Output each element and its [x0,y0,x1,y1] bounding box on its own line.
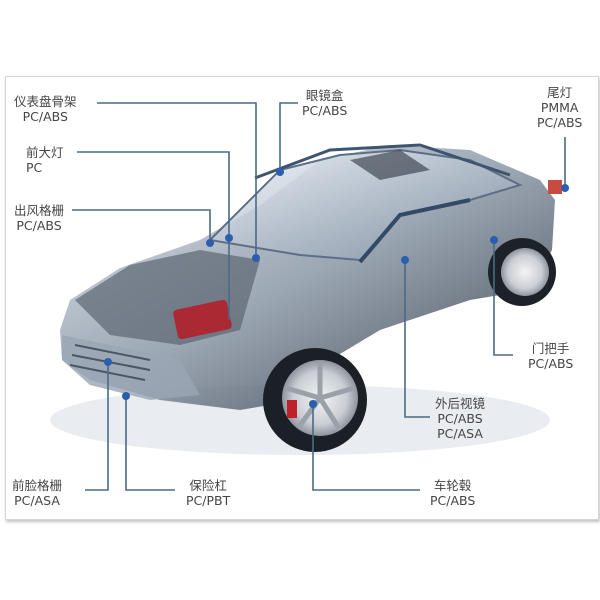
engine-red-part [173,299,232,340]
leader-headlight [77,151,230,320]
part-name: 尾灯 [547,85,573,100]
a-pillar [358,198,471,264]
callout-dashboard-frame: 仪表盘骨架 PC/ABS [14,94,77,124]
front-fascia [62,335,200,400]
dot-tail-light [561,184,569,192]
part-name: 保险杠 [189,478,227,493]
sunroof [350,150,430,180]
rear-rim [501,248,549,296]
dot-headlight [225,234,233,242]
dot-door-handle [490,236,498,244]
part-name: 出风格栅 [14,203,65,218]
part-name: 仪表盘骨架 [14,94,77,109]
dot-dashboard-frame [252,254,260,262]
brake-caliper [287,400,297,418]
callout-headlight: 前大灯 PC [26,145,64,175]
part-material: PC/ASA [14,493,60,508]
callout-door-handle: 门把手 PC/ABS [528,341,573,371]
part-material: PC/ASA [437,426,483,441]
leader-glasses-box [279,102,298,172]
part-material: PC/ABS [537,115,583,130]
part-name: 眼镜盒 [305,88,344,103]
callout-glasses-box: 眼镜盒 PC/ABS [302,88,347,118]
dot-air-vent [206,239,214,247]
leader-wheel-hub [312,404,420,491]
roof-rail [254,143,511,180]
leader-dashboard-frame [97,102,257,258]
leader-door-handle [493,240,513,356]
car-windshield [207,148,523,262]
part-material: PMMA [540,100,579,115]
callout-tail-light: 尾灯 PMMA PC/ABS [537,85,582,130]
part-name: 外后视镜 [435,396,486,411]
callout-exterior-mirror: 外后视镜 PC/ABS PC/ASA [435,396,485,441]
tail-light-shape [548,180,562,194]
dot-front-grille [104,358,112,366]
part-material: PC/ABS [430,493,476,508]
callout-wheel-hub: 车轮毂 PC/ABS [430,478,475,508]
leader-bumper [125,396,175,491]
part-name: 门把手 [531,341,570,356]
dot-mirror [401,256,409,264]
callout-front-grille: 前脸格栅 PC/ASA [12,478,62,508]
part-name: 车轮毂 [433,478,472,493]
part-material: PC/ABS [437,411,483,426]
part-material: PC/ABS [528,356,574,371]
part-material: PC/ABS [16,218,62,233]
callout-air-vent: 出风格栅 PC/ABS [14,203,64,233]
part-material: PC [26,160,43,175]
dot-glasses-box [276,168,284,176]
part-material: PC/ABS [302,103,348,118]
leader-air-vent [72,209,211,243]
leader-front-grille [85,362,109,491]
part-material: PC/ABS [22,109,68,124]
dot-bumper [122,392,130,400]
dot-wheel-hub [309,400,317,408]
part-material: PC/PBT [186,493,231,508]
part-name: 前脸格栅 [12,478,63,493]
leader-mirror [404,258,430,418]
callout-bumper: 保险杠 PC/PBT [186,478,230,508]
part-name: 前大灯 [26,145,64,160]
